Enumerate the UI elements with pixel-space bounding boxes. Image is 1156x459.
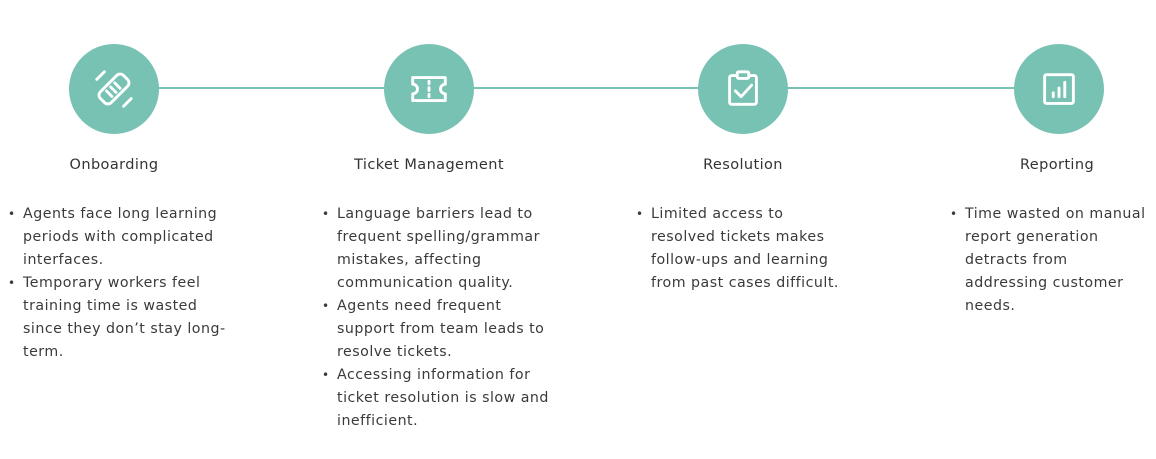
list-item: Time wasted on manual report generation … <box>950 203 1150 318</box>
stage-title: Reporting <box>1019 157 1095 173</box>
reporting-icon-circle <box>1014 44 1104 134</box>
stage-title: Onboarding <box>69 157 159 173</box>
list-item: Accessing information for ticket resolut… <box>322 364 552 433</box>
resolution-bullets: Limited access to resolved tickets makes… <box>636 203 851 295</box>
list-item: Language barriers lead to frequent spell… <box>322 203 552 295</box>
reporting-bullets: Time wasted on manual report generation … <box>950 203 1150 318</box>
stage-resolution: Resolution Limited access to resolved ti… <box>636 0 896 459</box>
list-item: Agents need frequent support from team l… <box>322 295 552 364</box>
resolution-icon-circle <box>698 44 788 134</box>
list-item: Agents face long learning periods with c… <box>8 203 228 272</box>
ticket-icon-circle <box>384 44 474 134</box>
report-chart-icon <box>1043 73 1075 105</box>
stage-ticket-management: Ticket Management Language barriers lead… <box>322 0 582 459</box>
ticket-icon <box>411 76 447 102</box>
handshake-icon <box>95 70 133 108</box>
stage-onboarding: Onboarding Agents face long learning per… <box>8 0 268 459</box>
onboarding-icon-circle <box>69 44 159 134</box>
stage-title: Resolution <box>703 157 783 173</box>
list-item: Temporary workers feel training time is … <box>8 272 228 364</box>
stage-title: Ticket Management <box>354 157 504 173</box>
list-item: Limited access to resolved tickets makes… <box>636 203 851 295</box>
clipboard-check-icon <box>728 70 758 106</box>
ticket-management-bullets: Language barriers lead to frequent spell… <box>322 203 552 433</box>
timeline-connector <box>113 87 1059 89</box>
onboarding-bullets: Agents face long learning periods with c… <box>8 203 228 364</box>
stage-reporting: Reporting Time wasted on manual report g… <box>950 0 1156 459</box>
